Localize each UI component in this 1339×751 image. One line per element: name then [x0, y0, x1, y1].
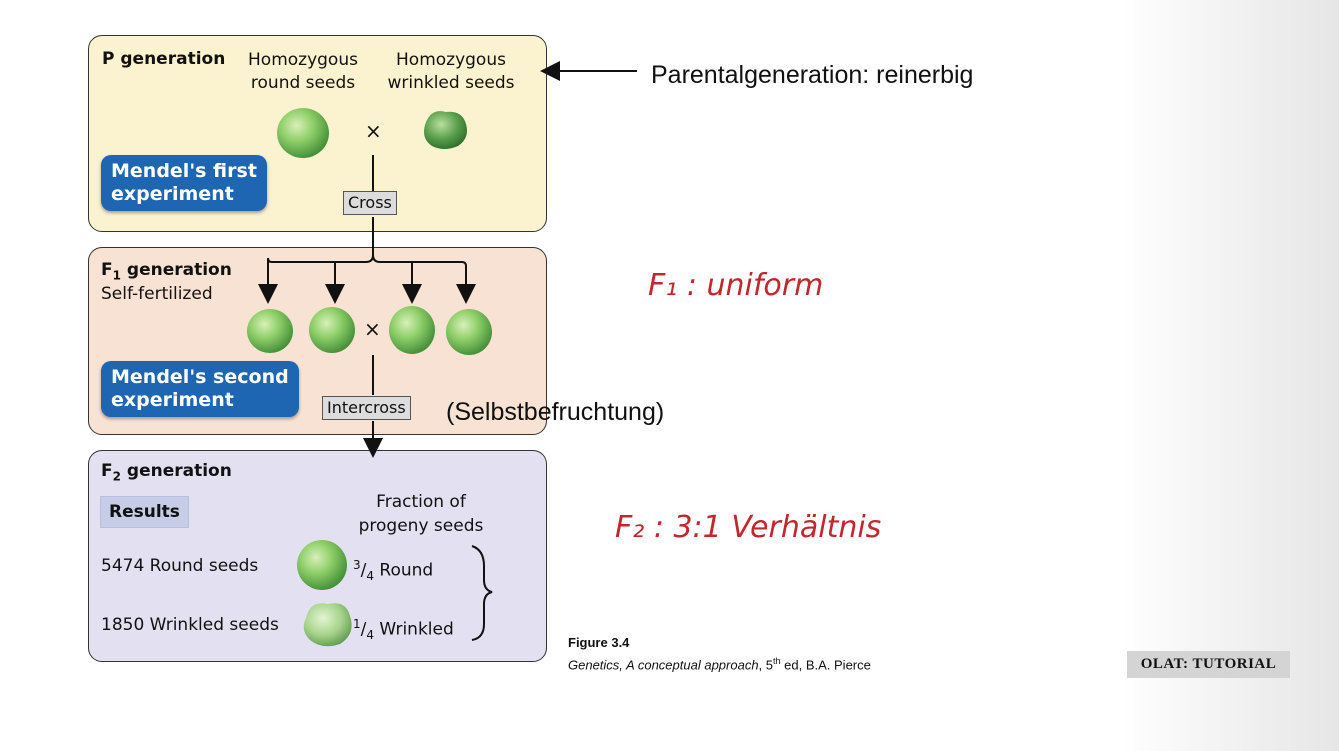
- round-seeds-count: 5474 Round seeds: [101, 556, 259, 576]
- figure-source: Genetics, A conceptual approach, 5th ed,…: [568, 656, 871, 673]
- second-experiment-line2: experiment: [111, 389, 234, 411]
- p-generation-title: P generation: [102, 49, 226, 69]
- f1-branch-line: [267, 254, 467, 267]
- f2-ratio-handwriting: F₂ : 3:1 Verhältnis: [615, 510, 882, 545]
- mendel-second-experiment-badge: Mendel's second experiment: [101, 361, 299, 417]
- parent-round-label: Homozygous round seeds: [238, 50, 368, 93]
- olat-tutorial-label: OLAT: TUTORIAL: [1127, 651, 1290, 678]
- round-pea: [277, 108, 329, 158]
- f1-pea-2: [309, 307, 355, 353]
- parent-round-line2: round seeds: [250, 73, 356, 93]
- cross-label-box: Cross: [343, 191, 397, 215]
- p-cross-symbol: ×: [365, 119, 382, 143]
- first-experiment-line1: Mendel's first: [111, 160, 257, 182]
- f1-uniform-handwriting: F₁ : uniform: [648, 268, 824, 303]
- f1-pea-1: [247, 309, 293, 353]
- parent-wrinkled-label: Homozygous wrinkled seeds: [378, 50, 524, 93]
- results-brace: [471, 545, 493, 641]
- parent-round-line1: Homozygous: [248, 50, 358, 70]
- selbstbefruchtung-annotation: (Selbstbefruchtung): [446, 398, 665, 426]
- first-experiment-line2: experiment: [111, 183, 234, 205]
- f1-cross-symbol: ×: [364, 317, 381, 341]
- results-badge: Results: [100, 496, 189, 528]
- fraction-header-line1: Fraction of: [376, 492, 466, 512]
- f2-round-pea: [297, 540, 347, 590]
- parental-annotation: Parentalgeneration: reinerbig: [651, 61, 974, 89]
- round-fraction: 3/4 Round: [353, 558, 434, 584]
- fraction-header: Fraction of progeny seeds: [340, 492, 502, 536]
- f2-wrinkled-pea: [303, 603, 352, 647]
- intercross-label-box: Intercross: [322, 396, 411, 420]
- parent-wrinkled-line2: wrinkled seeds: [387, 73, 515, 93]
- second-experiment-line1: Mendel's second: [111, 366, 289, 388]
- wrinkled-pea: [424, 111, 467, 149]
- f1-generation-title: F1 generation: [101, 260, 232, 283]
- parent-wrinkled-line1: Homozygous: [396, 50, 506, 70]
- f2-generation-title: F2 generation: [101, 461, 232, 484]
- mendel-first-experiment-badge: Mendel's first experiment: [101, 155, 267, 211]
- wrinkled-fraction: 1/4 Wrinkled: [353, 617, 454, 643]
- wrinkled-seeds-count: 1850 Wrinkled seeds: [101, 615, 279, 635]
- f1-pea-3: [389, 306, 435, 354]
- f1-pea-4: [446, 309, 492, 355]
- f1-subtitle: Self-fertilized: [101, 284, 213, 304]
- figure-caption: Figure 3.4: [568, 635, 630, 650]
- fraction-header-line2: progeny seeds: [358, 516, 484, 536]
